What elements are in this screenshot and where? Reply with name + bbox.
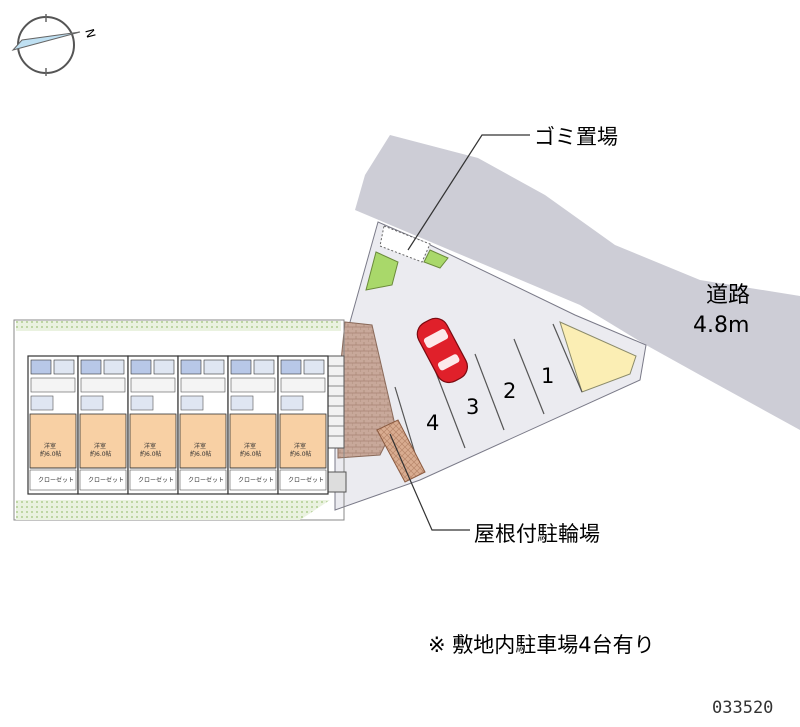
car-icon [416,317,468,384]
closet-label: クローゼット [138,476,174,484]
room-area [79,413,127,469]
toilet-icon [53,359,75,375]
toilet-icon [103,359,125,375]
room-size-label: 約6.0帖 [140,450,162,458]
bath-icon [180,359,202,375]
room-area [279,413,327,469]
road [355,135,800,430]
hallway [30,377,76,393]
kitchen [280,395,304,411]
compass-north-label: N [82,27,98,39]
building-units: 洋室約6.0帖クローゼット洋室約6.0帖クローゼット洋室約6.0帖クローゼット洋… [27,355,329,495]
room-area [129,413,177,469]
green-patch-left [365,251,399,291]
closet-label: クローゼット [188,476,224,484]
room-area [179,413,227,469]
closet-label: クローゼット [38,476,74,484]
toilet-icon [303,359,325,375]
hallway [230,377,276,393]
room-size-label: 約6.0帖 [40,450,62,458]
room-label: 洋室 [244,442,256,450]
closet-label: クローゼット [288,476,324,484]
compass: N [11,14,98,76]
kitchen [230,395,254,411]
hallway [130,377,176,393]
room-area [229,413,277,469]
stair-steps [326,365,344,437]
planting-triangle [559,321,637,393]
parking-space-4: 4 [426,411,439,435]
room-size-label: 約6.0帖 [290,450,312,458]
closet-label: クローゼット [88,476,124,484]
compass-needle-icon [11,31,81,51]
room-label: 洋室 [144,442,156,450]
bicycle-parking [376,419,426,483]
closet-area [79,469,127,491]
room-label: 洋室 [44,442,56,450]
bath-icon [230,359,252,375]
kitchen [180,395,204,411]
room-size-label: 約6.0帖 [240,450,262,458]
utility-box [325,471,347,493]
bath-icon [80,359,102,375]
building-site [13,319,347,521]
bath-icon [130,359,152,375]
callout-lines [389,134,530,531]
room-label: 洋室 [94,442,106,450]
bicycle-parking-label: 屋根付駐輪場 [474,522,600,546]
room-size-label: 約6.0帖 [190,450,212,458]
room-size-label: 約6.0帖 [90,450,112,458]
kitchen [80,395,104,411]
closet-area [29,469,77,491]
closet-area [179,469,227,491]
parking-space-3: 3 [466,395,479,419]
closet-area [129,469,177,491]
toilet-icon [253,359,275,375]
road-width: 4.8m [693,313,749,338]
garbage-area-label: ゴミ置場 [534,125,618,149]
stair-block [325,355,345,449]
garbage-area [379,225,431,263]
bath-icon [280,359,302,375]
room-label: 洋室 [294,442,306,450]
hallway [280,377,326,393]
closet-area [279,469,327,491]
hallway [180,377,226,393]
grass-strip-bottom [16,500,330,520]
room-label: 洋室 [194,442,206,450]
hallway [80,377,126,393]
room-area [29,413,77,469]
road-name: 道路 [706,283,750,308]
closet-area [229,469,277,491]
closet-label: クローゼット [238,476,274,484]
bath-icon [30,359,52,375]
parking-space-2: 2 [503,379,516,403]
toilet-icon [203,359,225,375]
kitchen [130,395,154,411]
grass-strip-top [16,321,341,331]
property-code: 033520 [712,698,773,718]
parking-space-1: 1 [541,364,554,388]
green-patch-right [423,249,449,269]
kitchen [30,395,54,411]
toilet-icon [153,359,175,375]
parking-note: ※ 敷地内駐車場4台有り [428,633,655,657]
